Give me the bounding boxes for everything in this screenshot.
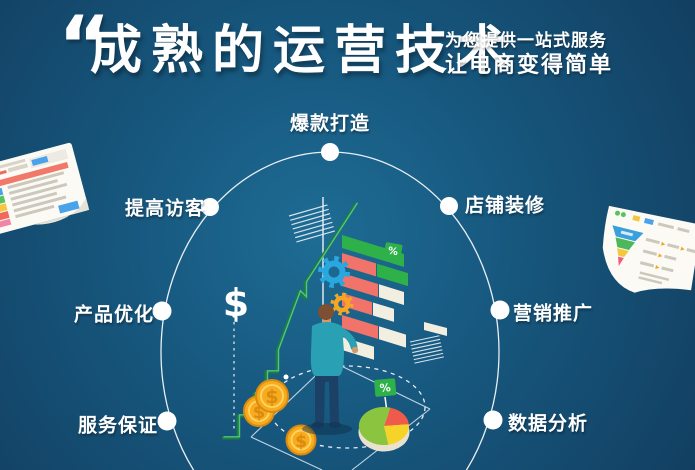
subtitle-line2: 让电商变得简单 <box>445 53 614 78</box>
percent-flag: % <box>374 378 397 397</box>
gear-orange-icon <box>330 292 354 316</box>
node-dot-mid-left <box>152 301 172 321</box>
node-label-upper-left: 提高访客 <box>124 197 206 220</box>
percent-badge: % <box>383 242 403 262</box>
node-label-upper-right: 店铺装修 <box>464 194 546 217</box>
page-title: 成熟的运营技术 <box>90 21 518 81</box>
svg-text:$: $ <box>265 386 278 408</box>
screenshot-card-right <box>602 205 695 293</box>
node-label-lower-right: 数据分析 <box>507 412 589 435</box>
svg-text:$: $ <box>295 432 307 452</box>
node-dot-lower-right <box>483 410 503 430</box>
node-dot-upper-left <box>201 198 219 216</box>
svg-text:%: % <box>387 246 399 259</box>
dollar-sign: $ <box>223 281 249 325</box>
hatch-lines-left <box>288 204 336 243</box>
gear-blue-icon <box>318 256 350 288</box>
node-label-mid-right: 营销推广 <box>512 302 594 325</box>
node-label-mid-left: 产品优化 <box>73 303 155 326</box>
orbit-node-dots <box>152 143 510 431</box>
growth-line-chart <box>222 202 359 440</box>
coin-stack: $ $ <box>243 379 289 427</box>
node-label-lower-left: 服务保证 <box>77 414 159 437</box>
subtitle-line1: 为您提供一站式服务 <box>445 31 607 51</box>
coin-single: $ <box>285 424 317 456</box>
orbit-dashed-ellipse <box>268 365 426 449</box>
svg-text:%: % <box>379 381 391 395</box>
hatch-lines-right <box>409 335 444 364</box>
node-dot-upper-right <box>440 197 458 215</box>
bar-board <box>342 235 408 360</box>
pie-chart <box>358 407 410 452</box>
small-card-shape <box>424 322 447 336</box>
person-figure <box>302 304 359 435</box>
node-dot-top <box>321 143 339 161</box>
screenshot-card-left <box>0 142 90 239</box>
header-quote-icon: “ <box>58 0 111 92</box>
node-dot-lower-left <box>157 411 177 431</box>
node-dot-mid-right <box>490 300 510 320</box>
node-label-top: 爆款打造 <box>289 112 371 135</box>
